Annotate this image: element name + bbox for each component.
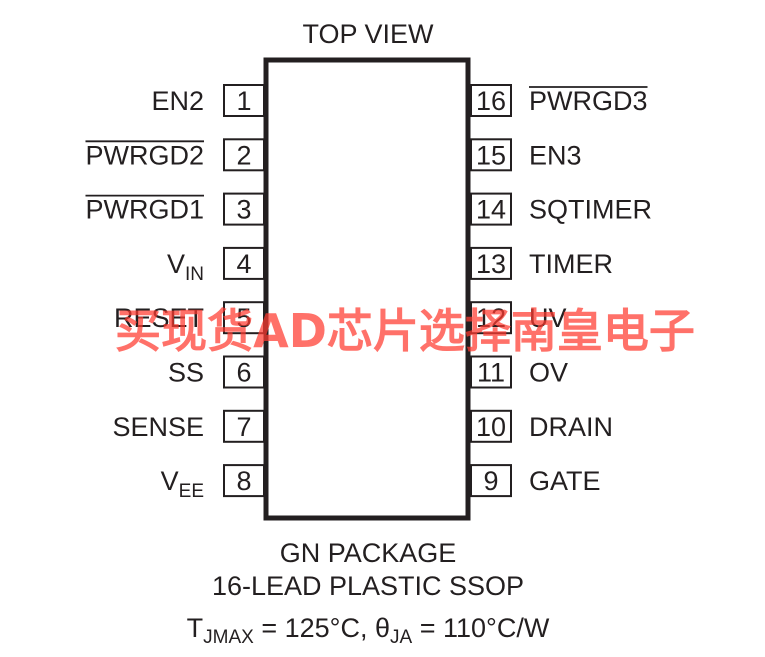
pin-14-number: 14: [476, 195, 506, 225]
pin-5-box: [223, 301, 265, 335]
pin-3-number: 3: [236, 195, 251, 225]
top-view-title: TOP VIEW: [302, 19, 434, 49]
pin-15: 15 EN3: [470, 138, 582, 172]
thermal-t-sub: JMAX: [203, 627, 254, 648]
pin-6-box: [223, 355, 265, 389]
thermal-theta-sub: JA: [390, 627, 413, 648]
pin-6-label: SS: [168, 358, 204, 388]
pin-11-label: OV: [529, 358, 568, 388]
pin-11-number: 11: [477, 358, 505, 388]
pin-14: 14 SQTIMER: [470, 192, 652, 226]
pin-10: 10 DRAIN: [470, 409, 613, 443]
pin-13-number: 13: [476, 249, 506, 279]
pin-1-number: 1: [236, 86, 251, 116]
pin-7-number: 7: [236, 412, 251, 442]
pin-4: 4 VIN: [167, 246, 265, 285]
pin-10-number: 10: [476, 412, 506, 442]
pin-11: 11 OV: [470, 355, 568, 389]
pin-2-number: 2: [236, 140, 251, 170]
pin-13: 13 TIMER: [470, 246, 613, 280]
pin-16: 16 PWRGD3: [470, 84, 648, 117]
pin-8: 8 VEE: [161, 464, 265, 502]
pin-6: 6 SS: [168, 355, 265, 389]
thermal-t-val: = 125°C,: [254, 613, 375, 643]
pin-9: 9 GATE: [470, 464, 601, 498]
watermark-text: 买现货AD芯片选择南皇电子: [115, 304, 695, 358]
pin-8-label: VEE: [161, 466, 204, 502]
pin-5: 5 RESET: [114, 301, 265, 335]
pin-9-number: 9: [483, 466, 498, 496]
pin-4-number: 4: [236, 249, 251, 279]
thermal-theta: θ: [375, 613, 390, 643]
pin-3: 3 PWRGD1: [85, 192, 265, 226]
pin-12-box: [470, 301, 512, 335]
pin-10-label: DRAIN: [529, 412, 613, 442]
pin-15-label: EN3: [529, 140, 582, 170]
pin-7-label: SENSE: [112, 412, 204, 442]
pin-7-box: [223, 409, 265, 443]
pin-16-number: 16: [476, 86, 506, 116]
thermal-t: T: [187, 613, 204, 643]
pin-15-box: [470, 138, 512, 172]
pin-2-box: [223, 138, 265, 172]
pin-9-box: [470, 464, 512, 498]
pin-16-label: PWRGD3: [529, 86, 648, 116]
pin-8-number: 8: [236, 466, 251, 496]
pin-9-label: GATE: [529, 466, 601, 496]
pin-6-number: 6: [236, 358, 251, 388]
ic-package-body: [263, 57, 471, 521]
pin-5-label: RESET: [114, 303, 204, 333]
package-name: GN PACKAGE: [280, 538, 457, 568]
pin-12-number: 12: [476, 303, 506, 333]
pin-2: 2 PWRGD2: [85, 138, 265, 172]
pin-3-box: [223, 192, 265, 226]
pin-15-number: 15: [476, 140, 506, 170]
pin-12-label: UV: [529, 303, 567, 333]
pin-4-label: VIN: [167, 249, 204, 285]
pin-16-box: [470, 84, 512, 117]
pin-8-box: [223, 464, 265, 498]
pin-13-label: TIMER: [529, 249, 613, 279]
pin-3-label: PWRGD1: [85, 195, 204, 225]
pin-1-label: EN2: [151, 86, 204, 116]
pin-10-box: [470, 409, 512, 443]
pin-2-label: PWRGD2: [85, 140, 204, 170]
pin-12: 12 UV: [470, 301, 567, 335]
pin-13-box: [470, 246, 512, 280]
pin-4-box: [223, 246, 265, 280]
pin-11-box: [470, 355, 512, 389]
thermal-spec: TJMAX = 125°C, θJA = 110°C/W: [187, 613, 550, 648]
pin-14-box: [470, 192, 512, 226]
thermal-theta-val: = 110°C/W: [412, 613, 550, 643]
pin-7: 7 SENSE: [112, 409, 265, 443]
pin-14-label: SQTIMER: [529, 195, 652, 225]
pin-1-box: [223, 84, 265, 117]
package-lead: 16-LEAD PLASTIC SSOP: [212, 571, 524, 601]
pin-5-number: 5: [236, 303, 251, 333]
pin-1: 1 EN2: [151, 84, 265, 117]
pins-group: 1 EN2 2 PWRGD2 3 PWRGD1 4 VIN 5 RESET 6 SS 7 SENSE 8 VE…: [85, 84, 652, 502]
